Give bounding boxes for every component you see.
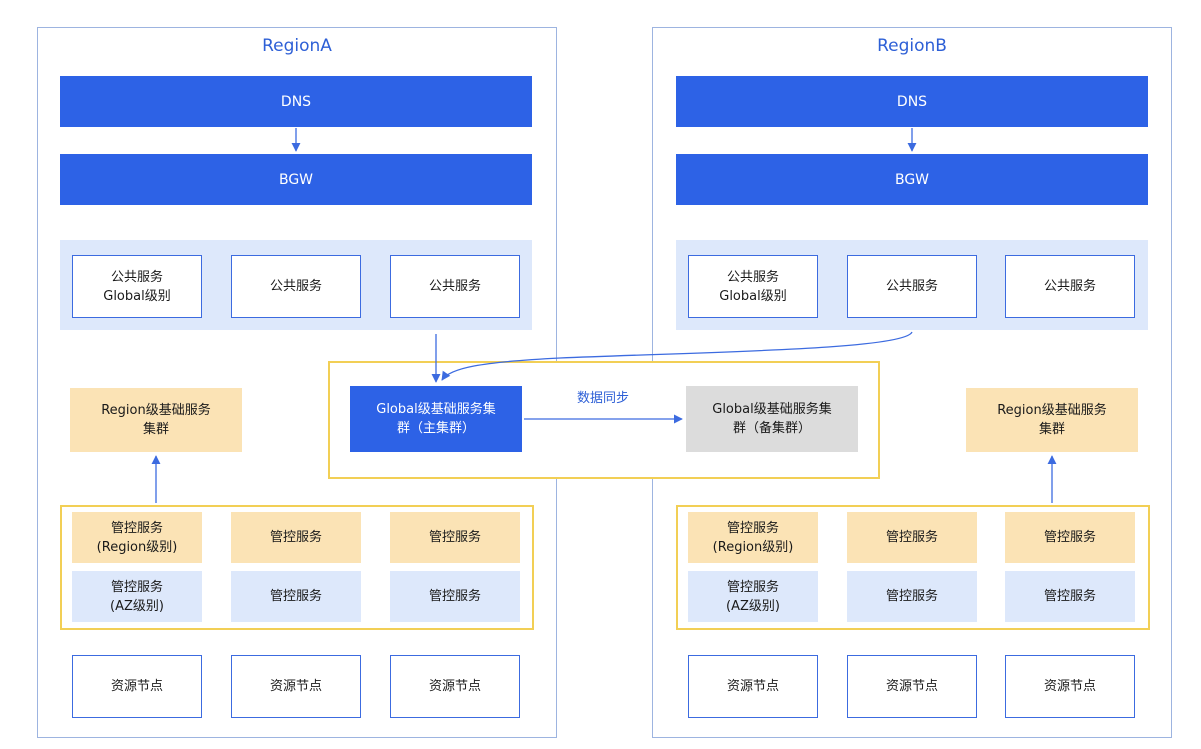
region-a-public-service: 公共服务 xyxy=(390,255,520,318)
region-b-bgw-bar: BGW xyxy=(676,154,1148,205)
region-b-control-service: 管控服务 xyxy=(847,571,977,622)
region-b-public-service-global: 公共服务 Global级别 xyxy=(688,255,818,318)
region-a-resource-node: 资源节点 xyxy=(72,655,202,718)
region-a-resource-node: 资源节点 xyxy=(390,655,520,718)
region-b-public-service: 公共服务 xyxy=(847,255,977,318)
region-a-region-service-cluster: Region级基础服务 集群 xyxy=(70,388,242,452)
region-a-public-service-global: 公共服务 Global级别 xyxy=(72,255,202,318)
region-b-control-service-region: 管控服务 (Region级别) xyxy=(688,512,818,563)
region-b-control-service-az: 管控服务 (AZ级别) xyxy=(688,571,818,622)
region-a-control-service: 管控服务 xyxy=(390,571,520,622)
region-b-resource-node: 资源节点 xyxy=(1005,655,1135,718)
data-sync-label: 数据同步 xyxy=(576,391,629,406)
region-a-dns-bar: DNS xyxy=(60,76,532,127)
region-b-title: RegionB xyxy=(877,36,947,56)
region-b-public-service: 公共服务 xyxy=(1005,255,1135,318)
region-b-control-service: 管控服务 xyxy=(1005,512,1135,563)
region-b-resource-node: 资源节点 xyxy=(688,655,818,718)
region-a-bgw-bar: BGW xyxy=(60,154,532,205)
region-a-control-service-region: 管控服务 (Region级别) xyxy=(72,512,202,563)
region-b-resource-node: 资源节点 xyxy=(847,655,977,718)
region-b-region-service-cluster: Region级基础服务 集群 xyxy=(966,388,1138,452)
global-main-cluster: Global级基础服务集 群（主集群） xyxy=(350,386,522,452)
region-a-control-service: 管控服务 xyxy=(231,512,361,563)
region-b-dns-bar: DNS xyxy=(676,76,1148,127)
global-backup-cluster: Global级基础服务集 群（备集群） xyxy=(686,386,858,452)
region-a-control-service: 管控服务 xyxy=(390,512,520,563)
region-a-resource-node: 资源节点 xyxy=(231,655,361,718)
region-b-public-to-global-main-arrow xyxy=(441,331,913,381)
region-a-control-service: 管控服务 xyxy=(231,571,361,622)
region-a-control-service-az: 管控服务 (AZ级别) xyxy=(72,571,202,622)
region-a-title: RegionA xyxy=(262,36,332,56)
region-b-control-service: 管控服务 xyxy=(1005,571,1135,622)
region-b-control-service: 管控服务 xyxy=(847,512,977,563)
region-a-public-service: 公共服务 xyxy=(231,255,361,318)
